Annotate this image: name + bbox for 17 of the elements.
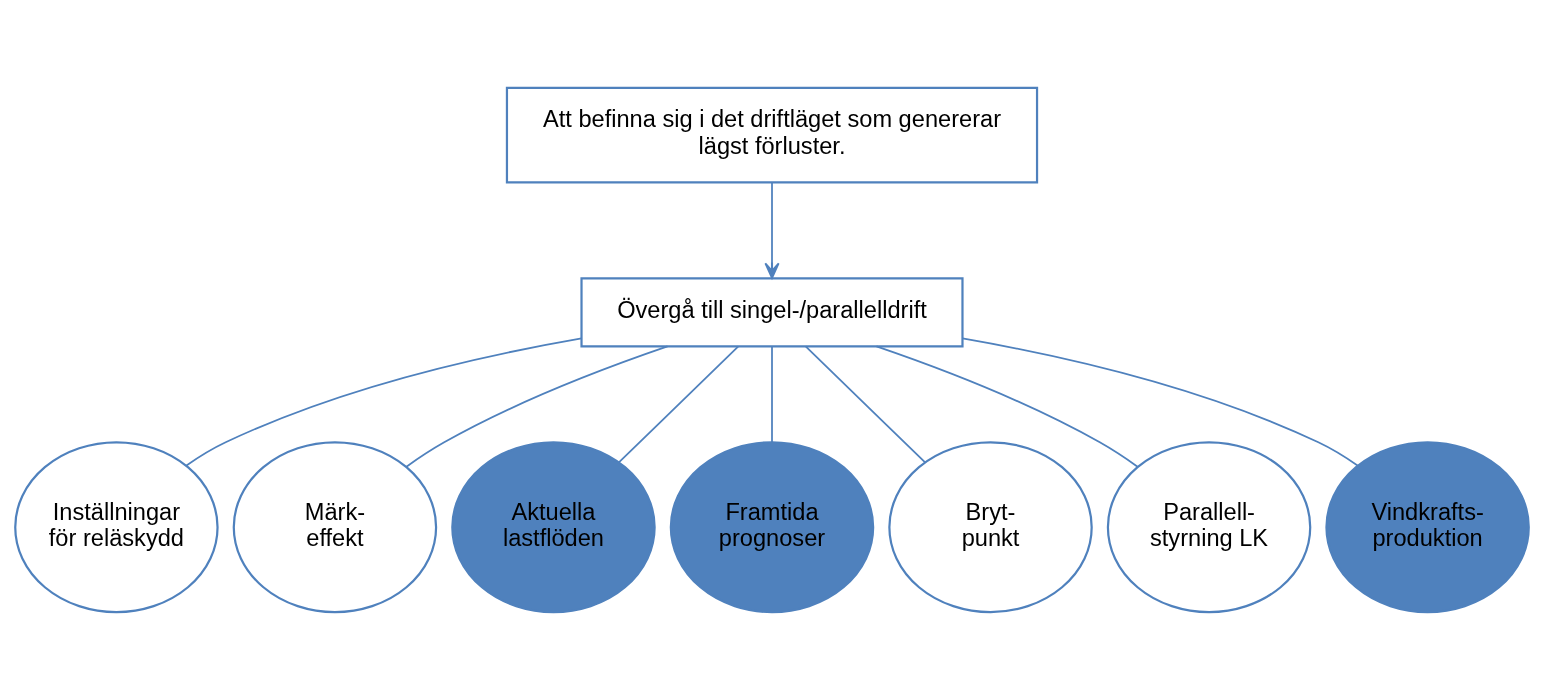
arrow [764, 181, 780, 279]
connector [961, 337, 1359, 467]
connector [185, 337, 583, 467]
connector [405, 345, 669, 468]
node-ellipse: Inställningar för reläskydd [14, 441, 219, 614]
node-ellipse: Märk- effekt [232, 441, 438, 614]
node-box: Övergå till singel-/parallelldrift [580, 277, 964, 348]
node-ellipse: Bryt- punkt [888, 441, 1093, 614]
node-ellipse: Aktuella lastflöden [451, 441, 656, 614]
connector [875, 345, 1139, 468]
connector [771, 345, 773, 444]
connector [618, 345, 740, 464]
node-box: Att befinna sig i det driftläget som genererar lägst förluster. [505, 86, 1039, 184]
node-ellipse: Parallell- styrning LK [1106, 441, 1312, 614]
node-ellipse: Framtida prognoser [669, 441, 875, 614]
connector [804, 345, 926, 464]
node-ellipse: Vindkrafts- produktion [1325, 441, 1530, 614]
